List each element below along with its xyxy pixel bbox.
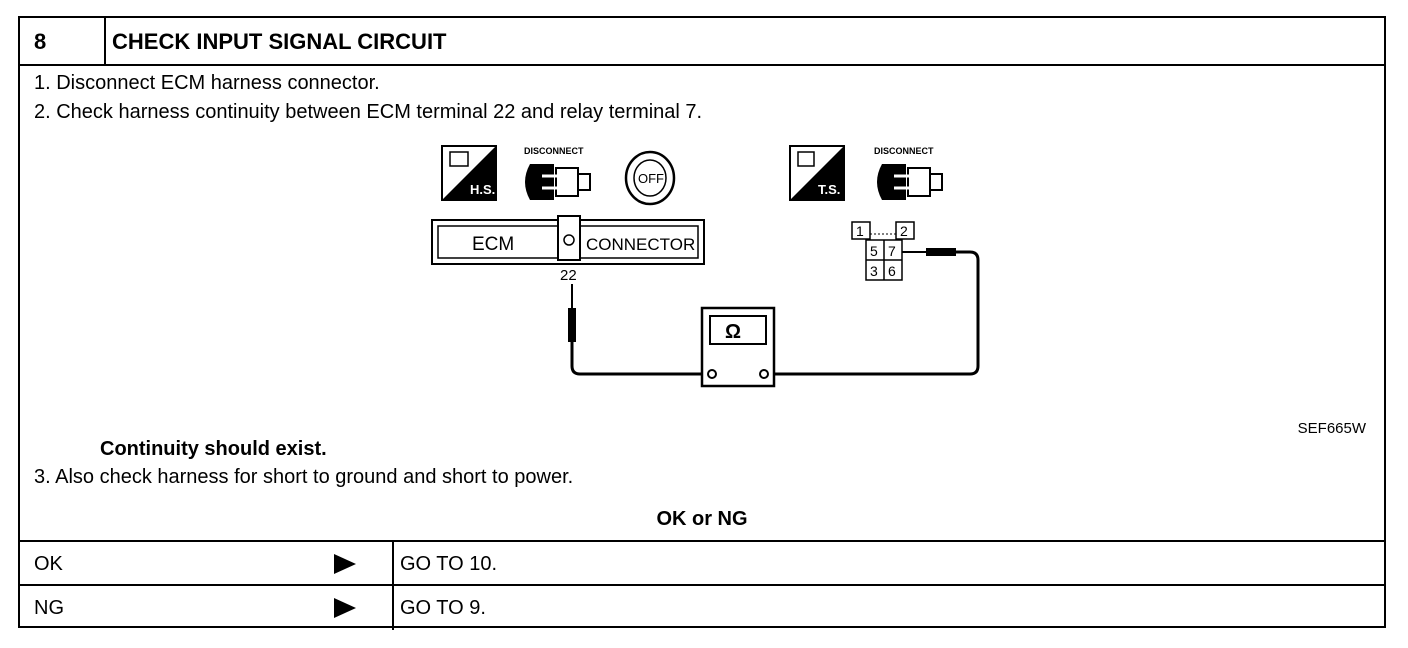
relay-terminal-3: 3 bbox=[870, 263, 878, 279]
continuity-check-diagram: H.S. DISCONNECT OFF T.S. DISCONNECT bbox=[431, 145, 980, 388]
result-label-ng: NG bbox=[34, 597, 64, 619]
disconnect-label-right: DISCONNECT bbox=[874, 146, 934, 156]
step-title: CHECK INPUT SIGNAL CIRCUIT bbox=[112, 29, 447, 54]
disconnect-icon: DISCONNECT bbox=[524, 146, 591, 200]
ignition-off-label: OFF bbox=[638, 171, 664, 186]
ts-icon-label: T.S. bbox=[818, 182, 840, 197]
figure-id: SEF665W bbox=[1297, 420, 1366, 437]
instruction-step-1: 1. Disconnect ECM harness connector. bbox=[34, 72, 380, 94]
header-divider bbox=[104, 18, 106, 64]
instruction-step-3: 3. Also check harness for short to groun… bbox=[34, 466, 574, 488]
harness-side-icon: H.S. bbox=[441, 145, 497, 201]
row-divider bbox=[392, 586, 394, 630]
connector-label: CONNECTOR bbox=[586, 235, 695, 254]
relay-terminal-1: 1 bbox=[856, 223, 864, 239]
result-row-ok: OK GO TO 10. bbox=[20, 540, 1384, 586]
disconnect-label: DISCONNECT bbox=[524, 146, 584, 156]
procedure-table: 8 CHECK INPUT SIGNAL CIRCUIT 1. Disconne… bbox=[18, 16, 1386, 630]
result-row-ng: NG GO TO 9. bbox=[20, 584, 1384, 630]
ohm-symbol: Ω bbox=[725, 321, 741, 343]
relay-connector: 1 2 5 7 3 6 bbox=[851, 221, 915, 281]
ohmmeter: Ω bbox=[700, 306, 776, 388]
right-arrow-icon bbox=[334, 598, 356, 618]
ignition-off-icon: OFF bbox=[624, 150, 676, 206]
disconnect-icon-right: DISCONNECT bbox=[874, 146, 943, 200]
terminal-side-icon: T.S. bbox=[789, 145, 845, 201]
result-header: OK or NG bbox=[656, 508, 748, 530]
ecm-terminal-number: 22 bbox=[560, 267, 577, 284]
relay-terminal-5: 5 bbox=[870, 243, 878, 259]
step-number: 8 bbox=[34, 29, 47, 54]
hs-icon-label: H.S. bbox=[470, 182, 495, 197]
step-header: 8 CHECK INPUT SIGNAL CIRCUIT bbox=[20, 18, 1384, 66]
relay-terminal-7: 7 bbox=[888, 243, 896, 259]
ecm-label: ECM bbox=[472, 234, 514, 255]
relay-terminal-6: 6 bbox=[888, 263, 896, 279]
result-action-ok: GO TO 10. bbox=[400, 553, 498, 575]
result-label-ok: OK bbox=[34, 553, 63, 575]
right-arrow-icon bbox=[334, 554, 356, 574]
relay-terminal-2: 2 bbox=[900, 223, 908, 239]
test-leads bbox=[568, 248, 980, 376]
expected-condition: Continuity should exist. bbox=[100, 438, 327, 460]
ecm-connector: ECM CONNECTOR 22 bbox=[431, 215, 705, 284]
row-divider bbox=[392, 542, 394, 586]
instruction-step-2: 2. Check harness continuity between ECM … bbox=[34, 101, 703, 123]
result-action-ng: GO TO 9. bbox=[400, 597, 486, 619]
